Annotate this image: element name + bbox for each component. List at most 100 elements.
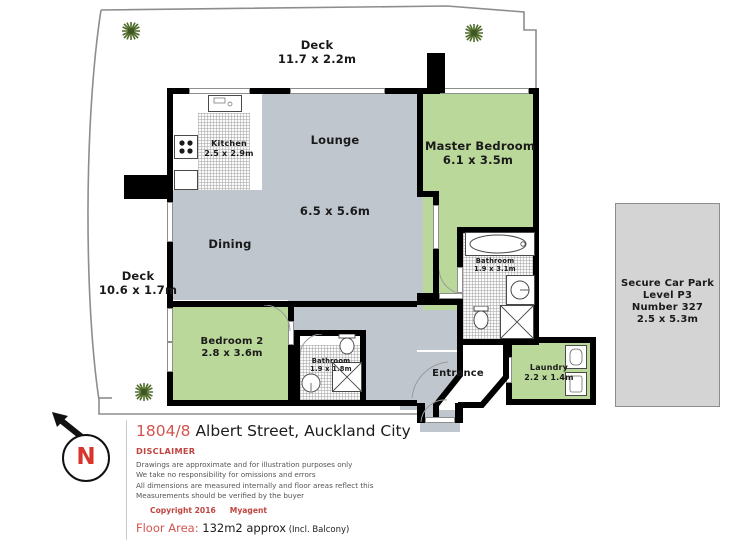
wall-bedroom2-top: [173, 301, 361, 307]
wall-entrance-top: [361, 301, 417, 307]
label-kitchen: Kitchen 2.5 x 2.9m: [200, 139, 258, 158]
wall-ensuite-right: [533, 233, 539, 345]
wall-laundry-right: [590, 337, 596, 405]
label-master-bedroom-name: Master Bedroom: [425, 139, 536, 153]
wall-bottom-bath2: [302, 400, 417, 406]
floor-area-label: Floor Area:: [136, 521, 199, 535]
door-main-entry: [425, 417, 455, 423]
label-laundry: Laundry 2.2 x 1.4m: [512, 363, 586, 382]
ensuite-basin: [510, 280, 530, 300]
car-park-line-4: 2.5 x 5.3m: [636, 314, 699, 325]
wall-laundry-top: [506, 337, 596, 343]
wall-left-3: [167, 300, 173, 308]
copyright-text: Copyright 2016: [150, 506, 216, 515]
agent-name: Myagent: [229, 506, 268, 515]
floor-area-line: Floor Area: 132m2 approx (Incl. Balcony): [136, 521, 349, 535]
plant-icon: [122, 22, 140, 40]
door-master-bedroom: [433, 205, 439, 249]
label-lounge: Lounge: [285, 133, 385, 148]
door-arc-ensuite: [439, 269, 464, 295]
laundry-appliance-2-detail: [569, 375, 583, 393]
wall-master-left-3: [433, 249, 439, 293]
kitchen-cabinet: [174, 170, 198, 190]
wall-master-left-1: [417, 93, 423, 191]
label-bathroom-main: Bathroom 1.9 x 3.1m: [465, 257, 525, 273]
label-master-bedroom-dims: 6.1 x 3.5m: [442, 152, 514, 167]
wall-hall-right: [457, 299, 463, 345]
label-bathroom-2-dims: 1.9 x 1.8m: [310, 365, 352, 374]
wall-bedroom2-right-1: [288, 307, 294, 321]
address-number: 1804/8: [136, 422, 191, 440]
wall-left-2: [167, 242, 173, 300]
label-entrance: Entrance: [420, 368, 496, 380]
car-park-label: Secure Car Park Level P3 Number 327 2.5 …: [615, 278, 720, 326]
window-dining: [167, 202, 173, 242]
wall-master-left-jog: [417, 191, 439, 197]
disclaimer-line: Measurements should be verified by the b…: [136, 491, 305, 501]
label-deck-left-name: Deck: [121, 269, 155, 283]
wall-hall-bottom: [417, 299, 463, 305]
car-park-line-1: Secure Car Park: [620, 278, 715, 289]
copyright-line: Copyright 2016 Myagent: [136, 506, 267, 515]
wall-entry-left: [417, 403, 425, 423]
compass-north-letter: N: [76, 444, 96, 470]
wall-entrance-splay: [433, 345, 509, 417]
ensuite-toilet: [473, 306, 489, 330]
kitchen-sink: [208, 95, 242, 112]
wall-master-left-jog2: [417, 293, 439, 299]
wall-ensuite-left-1: [457, 227, 463, 267]
laundry-appliance-1-detail: [569, 348, 583, 366]
compass-ring: [62, 434, 110, 482]
wall-bath2-right: [360, 330, 366, 400]
bathroom2-toilet: [338, 334, 356, 355]
bathtub: [469, 234, 527, 254]
label-deck-top: Deck 11.7 x 2.2m: [262, 38, 372, 67]
wall-top-2: [250, 88, 290, 94]
wall-ensuite-bottom: [457, 339, 539, 345]
kitchen-sink-detail: [213, 97, 233, 107]
wall-master-left-2: [433, 191, 439, 205]
wall-bumpout-kitchen: [124, 175, 173, 199]
text-block-divider: [126, 420, 127, 540]
door-arc-bathroom2: [300, 334, 323, 357]
door-ensuite: [439, 293, 463, 299]
bathroom2-shower-x: [332, 362, 362, 392]
label-laundry-dims: 2.2 x 1.4m: [524, 372, 574, 382]
wall-bedroom2-right-2: [288, 345, 294, 400]
label-bathroom-2-name: Bathroom: [311, 357, 351, 365]
label-bedroom-2: Bedroom 2 2.8 x 3.6m: [180, 336, 284, 360]
label-kitchen-name: Kitchen: [211, 139, 247, 148]
disclaimer-body: Drawings are approximate and for illustr…: [136, 460, 426, 502]
label-deck-left-dims: 10.6 x 1.7m: [98, 282, 178, 297]
label-lounge-dims-wrap: 6.5 x 5.6m: [285, 204, 385, 219]
address-line: 1804/8 Albert Street, Auckland City: [136, 422, 411, 440]
door-arc-entry: [420, 399, 448, 423]
label-laundry-name: Laundry: [529, 363, 569, 372]
room-fill-dining: [167, 190, 417, 300]
disclaimer-line: All dimensions are measured internally a…: [136, 480, 374, 490]
label-master-bedroom: Master Bedroom 6.1 x 3.5m: [425, 139, 535, 168]
room-fill-bedroom-2: [173, 307, 288, 400]
label-bathroom-2: Bathroom 1.9 x 1.8m: [302, 357, 360, 373]
floor-area-note: (Incl. Balcony): [286, 525, 350, 535]
disclaimer-line: Drawings are approximate and for illustr…: [136, 460, 353, 469]
wall-bath2-left: [294, 330, 300, 400]
ensuite-shower-x: [500, 305, 534, 339]
label-bedroom-2-dims: 2.8 x 3.6m: [201, 348, 263, 359]
wall-top-1: [167, 88, 189, 94]
room-fill-lounge: [262, 93, 417, 193]
car-park-line-3: Number 327: [631, 302, 704, 313]
window-ensuite: [457, 267, 463, 293]
label-bedroom-2-name: Bedroom 2: [200, 336, 264, 347]
wall-left-4: [167, 372, 173, 400]
label-lounge-dims: 6.5 x 5.6m: [299, 204, 371, 218]
address-street: Albert Street, Auckland City: [190, 422, 411, 440]
slider-lounge: [290, 88, 385, 94]
wall-entry-right: [455, 403, 463, 423]
label-dining-name: Dining: [208, 237, 252, 251]
label-entrance-name: Entrance: [432, 368, 484, 379]
plant-icon: [465, 24, 483, 42]
window-bedroom-2-b: [167, 342, 173, 372]
